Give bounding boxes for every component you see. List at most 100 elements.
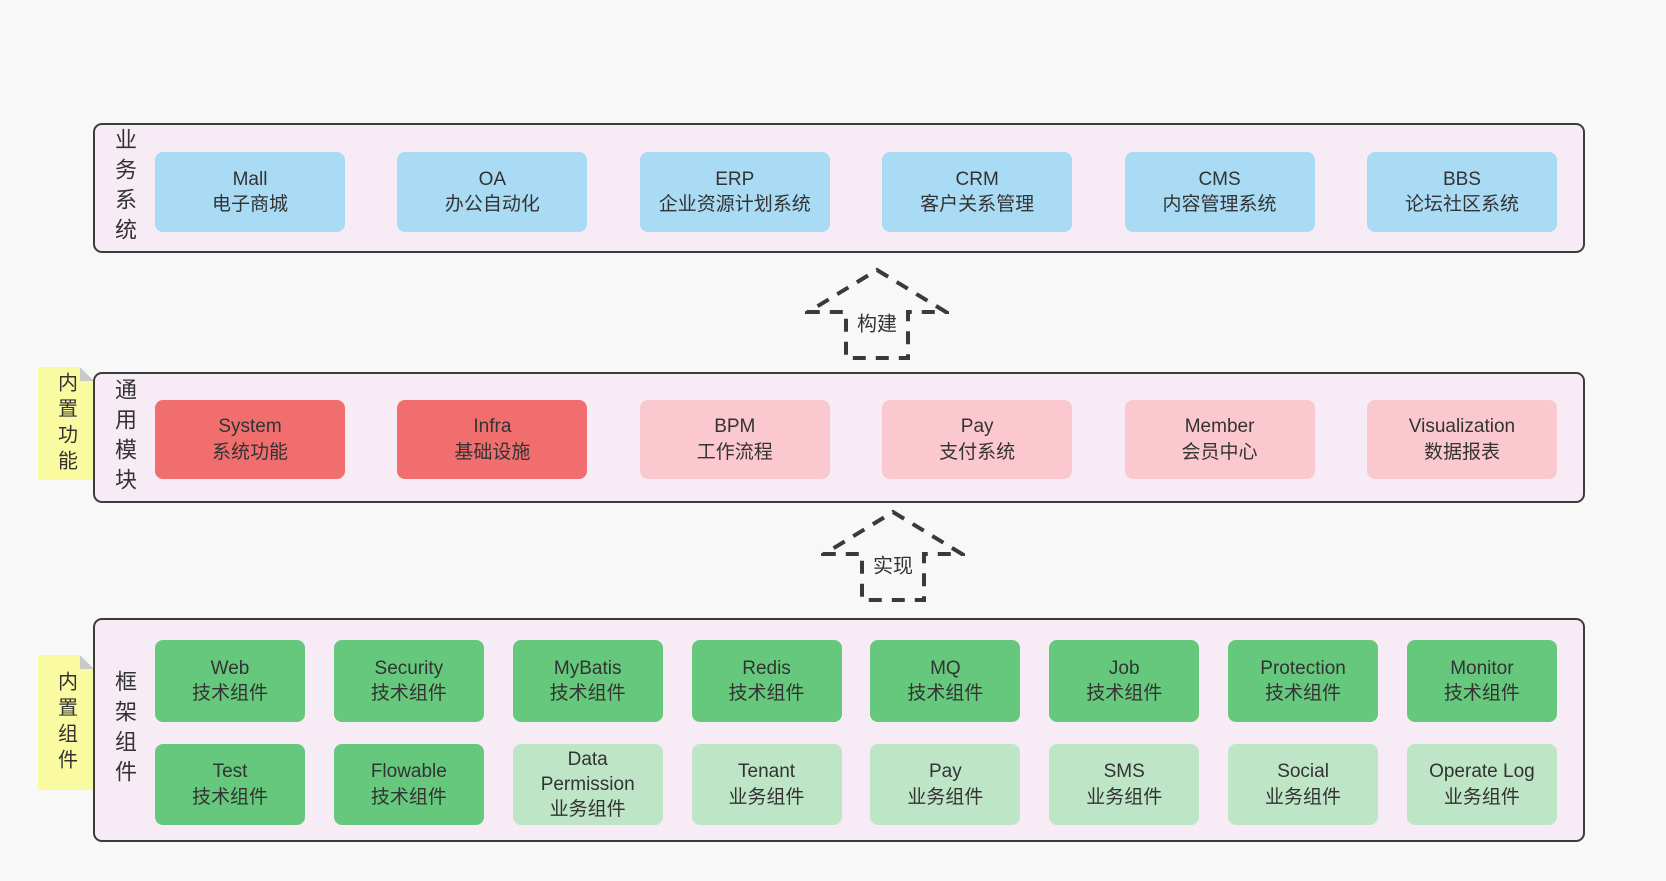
box-subtitle: 技术组件 xyxy=(191,786,268,808)
business-systems-row: Mall 电子商城 OA 办公自动化 ERP 企业资源计划系统 CRM 客户关系… xyxy=(155,152,1557,232)
box-pay-module: Pay 支付系统 xyxy=(882,400,1073,479)
box-mall: Mall 电子商城 xyxy=(155,152,345,232)
box-visualization: Visualization 数据报表 xyxy=(1366,400,1557,479)
box-subtitle: 系统功能 xyxy=(211,441,288,463)
box-subtitle: 技术组件 xyxy=(1086,683,1163,704)
sticky-note-built-in-features: 内置功能 xyxy=(38,367,94,480)
box-subtitle: 业务组件 xyxy=(1086,786,1163,808)
box-tenant: Tenant 业务组件 xyxy=(691,744,842,825)
common-modules-row: System 系统功能 Infra 基础设施 BPM 工作流程 Pay 支付系统… xyxy=(155,400,1557,479)
box-title: Test xyxy=(212,761,248,783)
box-title: Mall xyxy=(232,168,268,190)
box-cms: CMS 内容管理系统 xyxy=(1124,152,1315,232)
box-title: Web xyxy=(210,657,250,679)
note-text: 内置功能 xyxy=(54,371,77,476)
box-subtitle: 电子商城 xyxy=(211,194,288,215)
box-subtitle: 技术组件 xyxy=(370,683,447,704)
panel-business-systems: 业务系统 Mall 电子商城 OA 办公自动化 ERP 企业资源计划系统 CRM… xyxy=(93,123,1585,253)
arrow-implement-label: 实现 xyxy=(869,548,917,580)
box-title: Social xyxy=(1277,761,1329,783)
box-title: MQ xyxy=(930,657,961,679)
box-subtitle: 技术组件 xyxy=(191,683,268,704)
box-title: CRM xyxy=(955,168,999,190)
box-member: Member 会员中心 xyxy=(1124,400,1315,479)
box-subtitle: 办公自动化 xyxy=(444,194,540,215)
arrow-build-label: 构建 xyxy=(853,306,901,338)
note-text: 内置组件 xyxy=(54,670,77,775)
box-social: Social 业务组件 xyxy=(1228,744,1379,825)
framework-components-row-1: Web 技术组件 Security 技术组件 MyBatis 技术组件 Redi… xyxy=(155,640,1557,722)
box-subtitle: 论坛社区系统 xyxy=(1404,194,1519,215)
panel-common-modules-label: 通用模块 xyxy=(112,377,137,498)
box-flowable: Flowable 技术组件 xyxy=(333,744,484,825)
box-subtitle: 企业资源计划系统 xyxy=(658,194,811,215)
box-title: System xyxy=(218,416,282,438)
box-security: Security 技术组件 xyxy=(333,640,484,722)
box-crm: CRM 客户关系管理 xyxy=(882,152,1073,232)
box-redis: Redis 技术组件 xyxy=(691,640,842,722)
box-bpm: BPM 工作流程 xyxy=(639,400,830,479)
box-subtitle: 技术组件 xyxy=(370,786,447,808)
box-subtitle: 业务组件 xyxy=(549,799,626,821)
box-title: Member xyxy=(1184,416,1255,438)
box-sms: SMS 业务组件 xyxy=(1049,744,1200,825)
box-test: Test 技术组件 xyxy=(155,744,305,825)
box-title: ERP xyxy=(715,168,755,190)
box-title: Monitor xyxy=(1450,657,1514,679)
box-title: BPM xyxy=(714,416,756,438)
box-oa: OA 办公自动化 xyxy=(397,152,588,232)
panel-framework-components: 框架组件 Web 技术组件 Security 技术组件 MyBatis 技术组件… xyxy=(93,618,1585,842)
box-subtitle: 业务组件 xyxy=(1265,786,1342,808)
box-subtitle: 会员中心 xyxy=(1181,441,1258,463)
box-subtitle: 基础设施 xyxy=(454,441,531,463)
box-monitor: Monitor 技术组件 xyxy=(1406,640,1557,722)
box-title: Tenant xyxy=(738,761,796,783)
box-title: Pay xyxy=(960,416,994,438)
box-subtitle: 客户关系管理 xyxy=(920,194,1035,215)
arrow-up-implement: 实现 xyxy=(821,508,965,604)
box-subtitle: 内容管理系统 xyxy=(1162,194,1277,215)
box-title: Job xyxy=(1108,657,1140,679)
box-mq: MQ 技术组件 xyxy=(870,640,1021,722)
box-system: System 系统功能 xyxy=(155,400,345,479)
box-subtitle: 技术组件 xyxy=(907,683,984,704)
box-protection: Protection 技术组件 xyxy=(1228,640,1379,722)
box-mybatis: MyBatis 技术组件 xyxy=(512,640,663,722)
box-title: BBS xyxy=(1442,168,1481,190)
panel-framework-components-label: 框架组件 xyxy=(112,670,137,790)
box-title: Flowable xyxy=(370,761,447,783)
box-title: SMS xyxy=(1103,761,1145,783)
box-subtitle: 技术组件 xyxy=(728,683,805,704)
box-infra: Infra 基础设施 xyxy=(397,400,588,479)
box-subtitle: 工作流程 xyxy=(696,441,773,463)
box-title: Data Permission xyxy=(540,748,635,795)
box-title: Security xyxy=(374,657,444,679)
dashed-up-arrow-icon xyxy=(805,267,949,360)
box-subtitle: 业务组件 xyxy=(907,786,984,808)
sticky-note-built-in-components: 内置组件 xyxy=(38,655,94,790)
panel-common-modules: 通用模块 System 系统功能 Infra 基础设施 BPM 工作流程 Pay… xyxy=(93,372,1585,503)
box-subtitle: 业务组件 xyxy=(1443,786,1520,808)
box-title: MyBatis xyxy=(553,657,622,679)
box-job: Job 技术组件 xyxy=(1049,640,1200,722)
dashed-up-arrow-icon xyxy=(821,509,965,602)
box-title: Infra xyxy=(473,416,512,438)
box-title: Pay xyxy=(929,761,962,783)
box-operate-log: Operate Log 业务组件 xyxy=(1406,744,1557,825)
panel-business-systems-label: 业务系统 xyxy=(112,128,137,248)
note-fold-corner-icon xyxy=(80,655,94,669)
box-bbs: BBS 论坛社区系统 xyxy=(1366,152,1557,232)
box-subtitle: 业务组件 xyxy=(728,786,805,808)
box-subtitle: 数据报表 xyxy=(1423,441,1500,463)
box-title: Visualization xyxy=(1408,416,1516,438)
box-subtitle: 技术组件 xyxy=(1265,683,1342,704)
box-title: CMS xyxy=(1198,168,1241,190)
box-data-permission: Data Permission 业务组件 xyxy=(512,744,663,825)
box-subtitle: 支付系统 xyxy=(939,441,1016,463)
framework-components-row-2: Test 技术组件 Flowable 技术组件 Data Permission … xyxy=(155,744,1557,825)
arrow-up-build: 构建 xyxy=(805,266,949,362)
note-fold-corner-icon xyxy=(80,367,94,381)
box-web: Web 技术组件 xyxy=(155,640,305,722)
box-pay-component: Pay 业务组件 xyxy=(870,744,1021,825)
